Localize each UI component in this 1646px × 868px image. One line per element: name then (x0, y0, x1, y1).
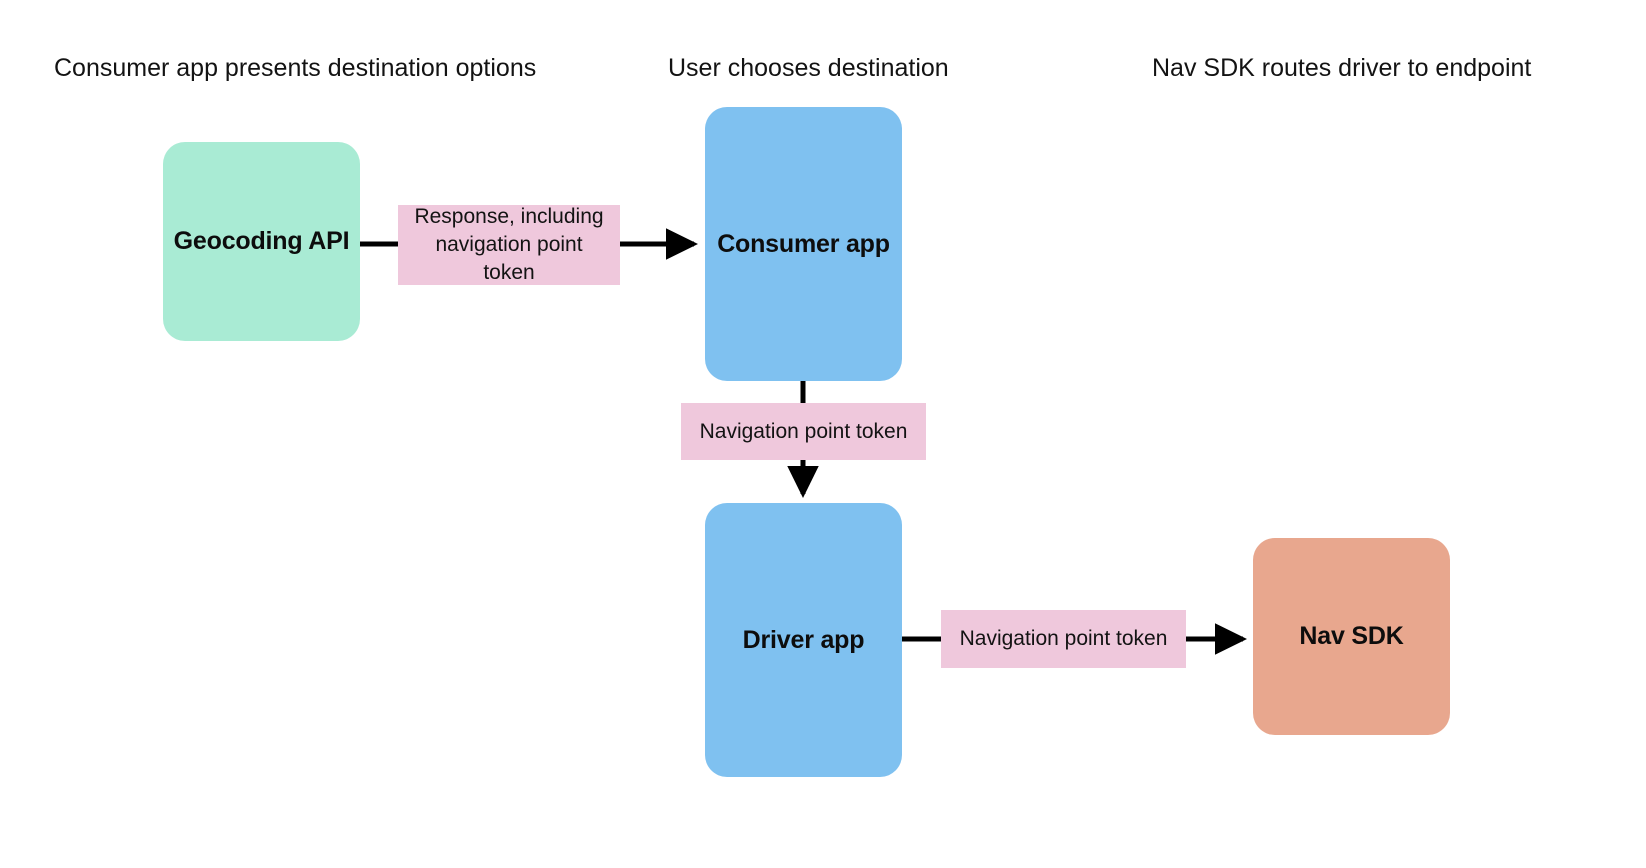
edge-label-response-including-navigation-point-token: Response, including navigation point tok… (398, 205, 620, 285)
node-nav-sdk[interactable]: Nav SDK (1253, 538, 1450, 735)
edge-label-navigation-point-token-middle-text: Navigation point token (699, 419, 908, 443)
node-geocoding-api-label: Geocoding API (173, 227, 350, 256)
edge-label-response-text: Response, including navigation point tok… (414, 205, 604, 284)
column-header-nav-sdk: Nav SDK routes driver to endpoint (1152, 54, 1532, 82)
column-header-consumer-app: Consumer app presents destination option… (54, 54, 537, 82)
node-nav-sdk-label: Nav SDK (1299, 622, 1404, 651)
node-consumer-app-label: Consumer app (717, 229, 890, 258)
node-driver-app[interactable]: Driver app (705, 503, 902, 777)
column-header-user-chooses: User chooses destination (668, 54, 949, 82)
node-geocoding-api[interactable]: Geocoding API (163, 142, 360, 341)
edge-label-navigation-point-token-middle: Navigation point token (681, 403, 926, 460)
edge-label-navigation-point-token-bottom: Navigation point token (941, 610, 1186, 668)
edge-label-navigation-point-token-bottom-text: Navigation point token (959, 627, 1168, 651)
node-driver-app-label: Driver app (742, 625, 865, 654)
node-consumer-app[interactable]: Consumer app (705, 107, 902, 381)
